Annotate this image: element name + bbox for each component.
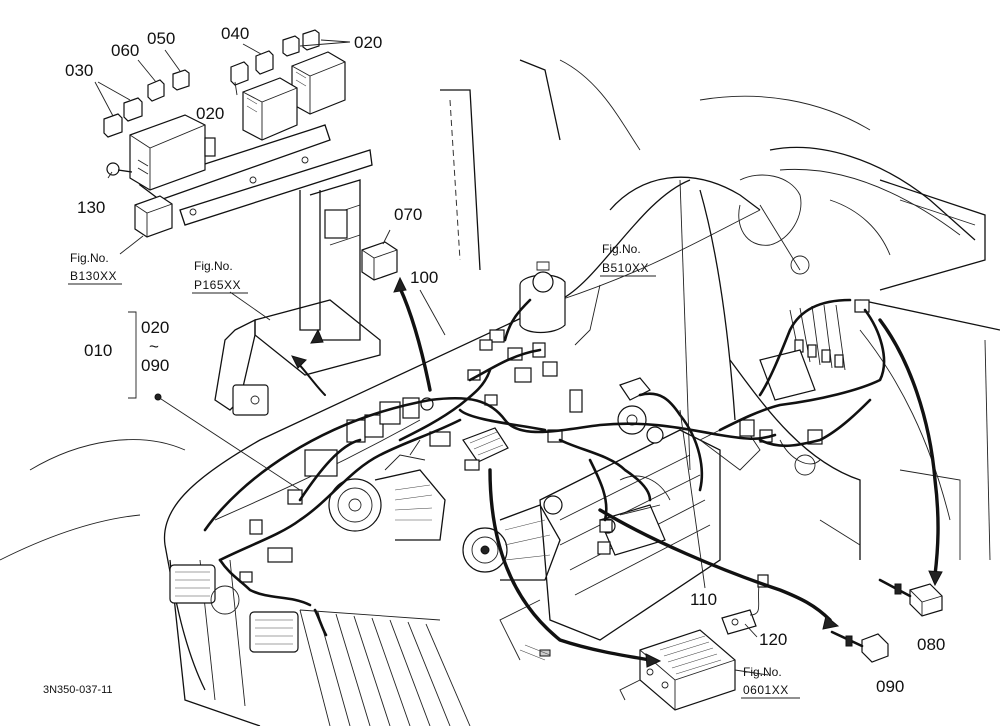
callout-arrows — [94, 39, 943, 676]
label-040: 040 — [221, 24, 249, 43]
tractor-body-outline — [0, 59, 1000, 726]
label-090: 090 — [876, 677, 904, 696]
label-110: 110 — [690, 590, 717, 609]
fig-ref-0601-number: 0601XX — [743, 683, 789, 697]
fig-ref-p165-label: Fig.No. — [194, 259, 233, 273]
cab-frame — [440, 59, 1000, 561]
label-010: 010 — [84, 341, 112, 360]
relay-070 — [361, 241, 398, 281]
label-020-top: 020 — [354, 33, 382, 52]
part-number-labels: 020 040 050 060 030 020 130 070 100 010 … — [65, 24, 945, 696]
label-020-range: 020 — [141, 318, 169, 337]
relay-box-upper — [291, 51, 346, 115]
connector-b130 — [134, 195, 173, 238]
fig-ref-b130-label: Fig.No. — [70, 251, 109, 265]
label-090-range: 090 — [141, 356, 169, 375]
label-120: 120 — [759, 630, 787, 649]
left-headlight — [169, 564, 240, 615]
fig-ref-p165-number: P165XX — [194, 278, 241, 292]
fuse-box-left — [129, 114, 216, 191]
fig-ref-b510-label: Fig.No. — [602, 242, 641, 256]
label-100: 100 — [410, 268, 438, 287]
label-070: 070 — [394, 205, 422, 224]
label-080: 080 — [917, 635, 945, 654]
air-conditioner-compressor — [328, 439, 446, 541]
label-030: 030 — [65, 61, 93, 80]
main-wiring-harness — [203, 298, 886, 637]
relay-box-lower — [242, 77, 298, 141]
label-050: 050 — [147, 29, 175, 48]
fig-ref-0601-label: Fig.No. — [743, 665, 782, 679]
alternator — [462, 495, 563, 581]
label-020-left: 020 — [196, 104, 224, 123]
steering-column — [738, 174, 891, 275]
label-060: 060 — [111, 41, 139, 60]
label-range-tilde: ~ — [149, 337, 159, 356]
drawing-id: 3N350-037-11 — [43, 684, 113, 696]
label-130: 130 — [77, 198, 105, 217]
fig-ref-b130-number: B130XX — [70, 269, 117, 283]
bolt-130 — [106, 162, 133, 176]
fig-ref-b510-number: B510XX — [602, 261, 649, 275]
figure-references: Fig.No. B130XX Fig.No. P165XX Fig.No. B5… — [68, 242, 800, 699]
ecu-module — [619, 629, 736, 711]
right-headlight — [249, 611, 299, 653]
relay-bracket-assembly — [103, 29, 398, 416]
